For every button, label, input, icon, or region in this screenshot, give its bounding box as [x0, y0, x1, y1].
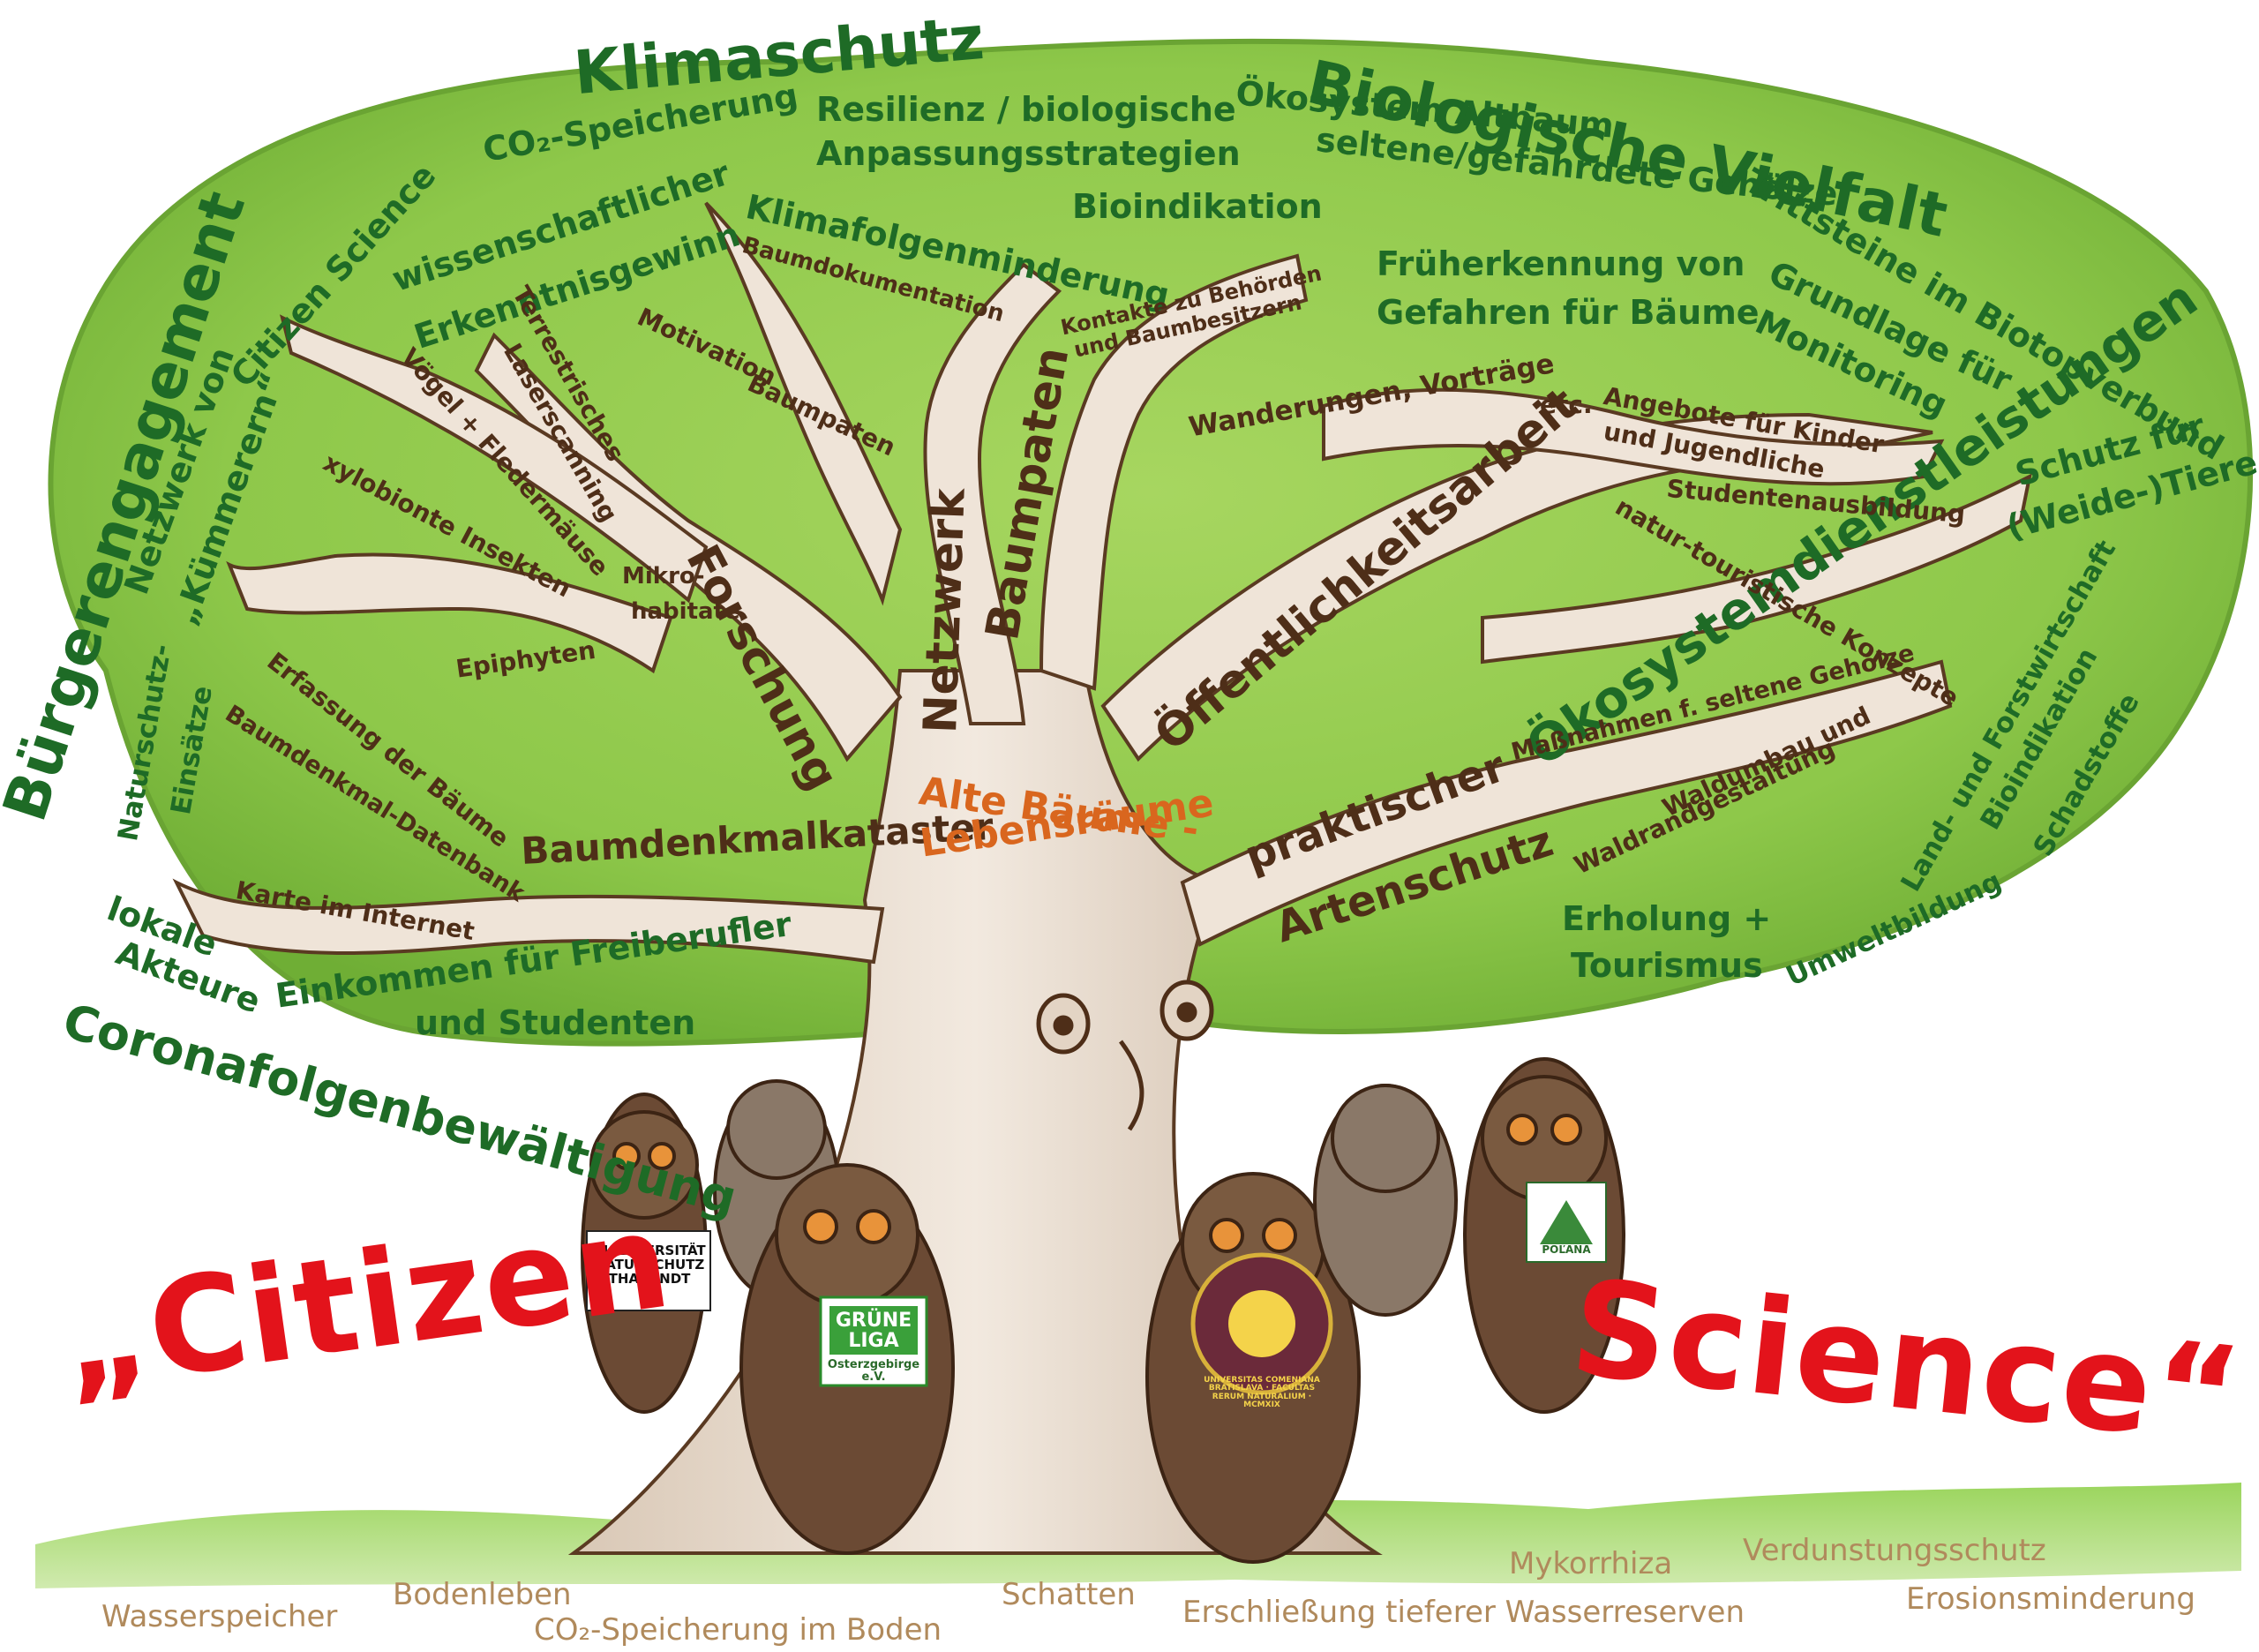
label-erosion: Erosionsminderung — [1906, 1581, 2196, 1617]
label-netzwerk: Netzwerk — [914, 487, 976, 734]
label-habitate: habitate — [631, 598, 740, 625]
label-schatten: Schatten — [1002, 1577, 1136, 1612]
owl-5 — [1313, 1084, 1458, 1317]
branch-side-5 — [1481, 473, 2032, 665]
label-frueherkennung: Früherkennung von — [1377, 244, 1745, 283]
branch-side-4 — [1322, 387, 1945, 486]
tree-crown — [48, 38, 2254, 1047]
label-mikro: Mikro- — [622, 563, 705, 589]
branch-baumdenkmal — [172, 878, 885, 965]
badge-tu-text: BIODIVERSITÄT NATURSCHUTZ THARANDT — [593, 1243, 706, 1287]
branches — [172, 201, 2032, 965]
branch-netzwerk — [923, 262, 1062, 725]
badge-comeniana-text: UNIVERSITAS COMENIANA BRATISLAVA · FACUL… — [1204, 1376, 1320, 1410]
badge-tu — [586, 1230, 711, 1311]
label-tourismus: Tourismus — [1571, 946, 1763, 985]
label-co2-boden: CO₂-Speicherung im Boden — [534, 1612, 942, 1648]
label-bioindikation: Bioindikation — [1072, 187, 1323, 226]
label-studenten: und Studenten — [415, 1003, 696, 1042]
label-wasserspeicher: Wasserspeicher — [101, 1599, 338, 1634]
label-erschliessung: Erschließung tieferer Wasserreserven — [1182, 1595, 1745, 1630]
badge-gruene-liga-text: GRÜNE LIGA — [835, 1310, 912, 1353]
label-verdunstung: Verdunstungsschutz — [1743, 1533, 2046, 1568]
label-anpassung: Anpassungsstrategien — [816, 134, 1241, 173]
badge-polana-text: POĽANA — [1542, 1243, 1591, 1256]
tree-face — [1036, 980, 1214, 1131]
label-etc: etc. — [1540, 390, 1593, 419]
label-mykorrhiza: Mykorrhiza — [1509, 1546, 1673, 1581]
branch-side-2 — [226, 552, 673, 674]
badge-gruene-liga-sub: Osterzgebirge e.V. — [827, 1358, 920, 1384]
label-bodenleben: Bodenleben — [393, 1577, 572, 1612]
branch-baumpaten — [1039, 253, 1309, 691]
label-erholung: Erholung + — [1562, 899, 1772, 938]
branch-artenschutz — [1180, 659, 1953, 947]
label-resilienz: Resilienz / biologische — [816, 90, 1236, 129]
label-gefahren: Gefahren für Bäume — [1377, 293, 1760, 332]
branch-side-1 — [280, 314, 709, 604]
branch-side-3 — [704, 201, 903, 606]
badge-gruene-liga-inner — [829, 1306, 918, 1355]
